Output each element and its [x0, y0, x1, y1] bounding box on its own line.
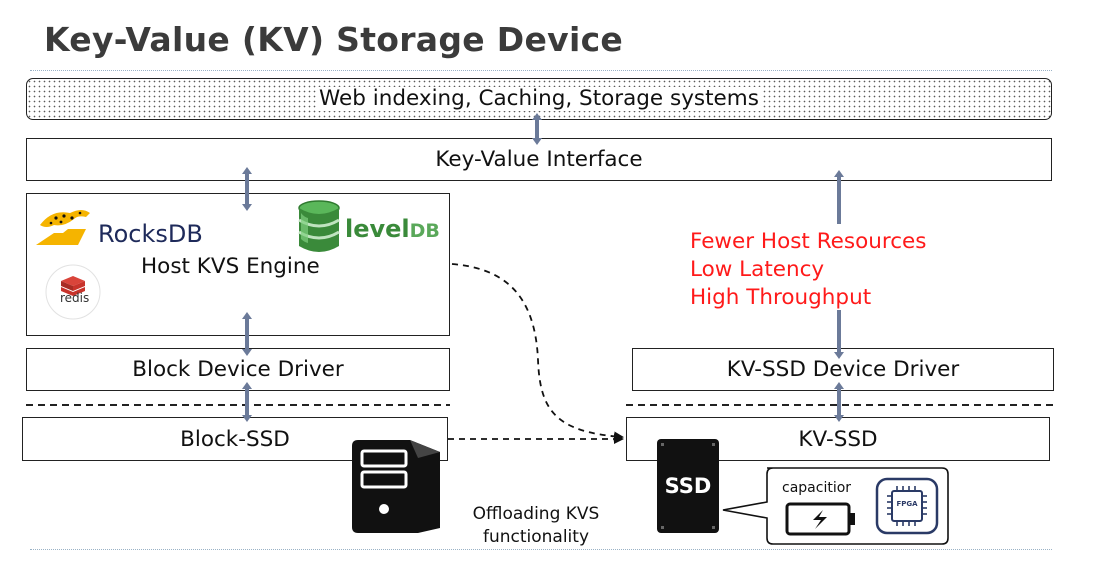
driver-block-ssd-arrow: [242, 382, 252, 422]
kv-driver-to-interface-upper-arrow: [834, 170, 844, 224]
leveldb-logo-db: DB: [409, 220, 440, 242]
host-kvs-engine-label: Host KVS Engine: [141, 254, 320, 279]
benefit-high-throughput: High Throughput: [690, 285, 872, 310]
kv-ssd-device-driver-label: KV-SSD Device Driver: [726, 357, 960, 382]
block-device-driver-label: Block Device Driver: [132, 357, 344, 382]
offload-caption-line-2: functionality: [482, 527, 590, 547]
kv-ssd-label: KV-SSD: [798, 426, 878, 452]
capacitor-label: capacitior: [782, 480, 852, 496]
battery-capacitor-icon: [785, 502, 855, 536]
kv-driver-to-interface-lower-arrow: [834, 310, 844, 359]
rocksdb-logo-text: RocksDB: [98, 220, 203, 248]
offload-caption: Offloading KVS functionality: [452, 503, 620, 549]
block-ssd-label: Block-SSD: [180, 426, 290, 452]
redis-logo-icon: [45, 264, 101, 320]
benefit-low-latency: Low Latency: [690, 257, 825, 282]
benefit-fewer-host-resources: Fewer Host Resources: [690, 229, 927, 254]
fpga-chip-icon: [875, 477, 939, 535]
page-title: Key-Value (KV) Storage Device: [44, 20, 624, 59]
rocksdb-cheetah-icon: [36, 210, 90, 245]
server-tower-icon: [352, 440, 440, 533]
leveldb-cylinder-icon: [298, 200, 340, 252]
redis-logo-text: redis: [60, 291, 90, 305]
leveldb-logo-text: levelDB: [345, 215, 440, 243]
host-kvs-engine-box: [26, 193, 450, 336]
title-divider: [30, 70, 1052, 71]
leveldb-logo-level: level: [345, 215, 410, 243]
kv-ssd-device-driver-box: KV-SSD Device Driver: [632, 348, 1054, 391]
applications-layer: Web indexing, Caching, Storage systems: [26, 78, 1052, 120]
ssd-drive-icon: [657, 439, 719, 533]
footer-divider: [30, 549, 1052, 550]
interface-engine-arrow: [242, 167, 252, 211]
offload-caption-line-1: Offloading KVS: [472, 504, 600, 524]
apps-interface-arrow: [532, 113, 542, 145]
kv-interface-label: Key-Value Interface: [435, 147, 643, 172]
offload-curve-arrow: [451, 263, 624, 442]
fpga-chip-label: FPGA: [896, 500, 918, 508]
applications-label: Web indexing, Caching, Storage systems: [316, 87, 762, 111]
engine-driver-arrow: [242, 312, 252, 356]
block-device-driver-box: Block Device Driver: [26, 348, 450, 391]
kv-driver-kv-ssd-arrow: [834, 382, 844, 422]
ssd-drive-label: SSD: [664, 474, 712, 498]
kv-interface-layer: Key-Value Interface: [26, 138, 1052, 181]
